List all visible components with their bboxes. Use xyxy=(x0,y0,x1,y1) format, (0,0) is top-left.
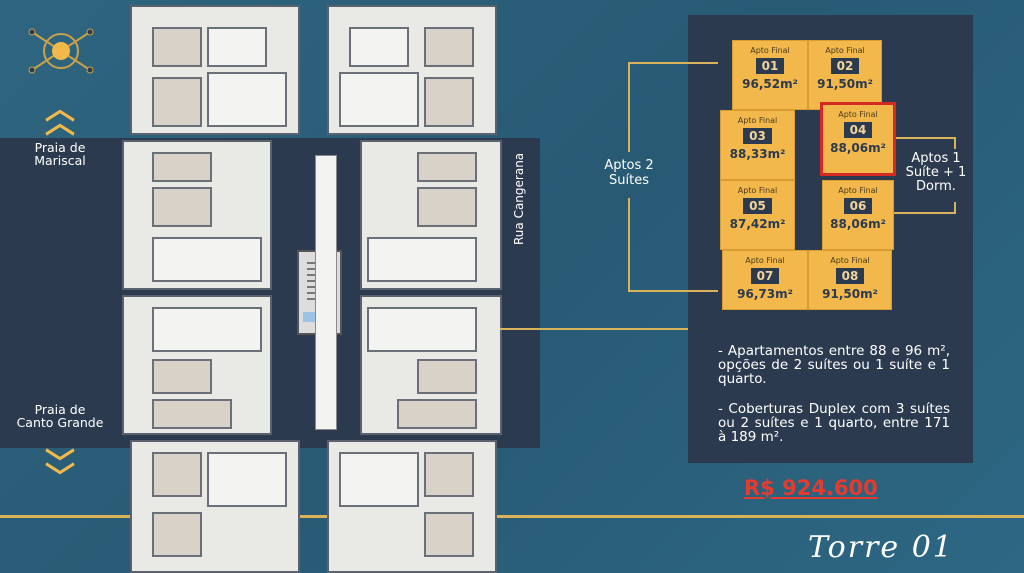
bracket-right-side-bottom xyxy=(954,202,956,214)
bracket-left-bottom xyxy=(628,290,718,292)
unit-number: 06 xyxy=(843,198,873,214)
unit-plan-07 xyxy=(130,440,300,573)
street-label: Rua Cangerana xyxy=(512,152,526,245)
unit-title: Apto Final xyxy=(745,256,785,265)
unit-plan-04 xyxy=(360,140,502,290)
bracket-right-bottom xyxy=(893,212,955,214)
chevron-down-icon: ﹀﹀ xyxy=(45,447,75,496)
bracket-right-side-top xyxy=(954,137,956,149)
one-suite-label: Aptos 1 Suíte + 1 Dorm. xyxy=(905,151,967,194)
unit-number: 03 xyxy=(743,128,772,144)
south-beach-label: Praia de Canto Grande xyxy=(16,402,104,430)
unit-01[interactable]: Apto Final 01 96,52m² xyxy=(732,40,808,110)
tower-label: Torre 01 xyxy=(808,530,954,565)
unit-07[interactable]: Apto Final 07 96,73m² xyxy=(722,250,808,310)
unit-03[interactable]: Apto Final 03 88,33m² xyxy=(720,110,795,180)
unit-area: 88,06m² xyxy=(830,217,886,231)
unit-08[interactable]: Apto Final 08 91,50m² xyxy=(808,250,892,310)
connector-line xyxy=(500,328,720,330)
unit-plan-01 xyxy=(130,5,300,135)
unit-area: 91,50m² xyxy=(822,287,878,301)
ship-wheel-icon xyxy=(22,22,100,80)
price: R$ 924.600 xyxy=(744,476,878,500)
unit-title: Apto Final xyxy=(825,46,865,55)
circulation-core xyxy=(277,140,357,435)
bracket-left-side-bottom xyxy=(628,198,630,292)
chevron-up-icon: ︿︿ xyxy=(45,92,75,141)
unit-06[interactable]: Apto Final 06 88,06m² xyxy=(822,180,894,250)
unit-05[interactable]: Apto Final 05 87,42m² xyxy=(720,180,795,250)
unit-number: 04 xyxy=(843,122,873,138)
unit-plan-05 xyxy=(122,295,272,435)
bracket-left-side-top xyxy=(628,62,630,152)
unit-number: 02 xyxy=(830,58,860,74)
unit-title: Apto Final xyxy=(830,256,870,265)
divider-line xyxy=(0,515,1024,518)
unit-area: 91,50m² xyxy=(817,77,873,91)
unit-title: Apto Final xyxy=(750,46,790,55)
unit-area: 87,42m² xyxy=(729,217,786,231)
unit-plan-02 xyxy=(327,5,497,135)
unit-plan-03 xyxy=(122,140,272,290)
unit-title: Apto Final xyxy=(838,110,878,119)
unit-plan-06 xyxy=(360,295,502,435)
two-suites-label: Aptos 2 Suítes xyxy=(604,158,654,188)
unit-area: 96,52m² xyxy=(742,77,798,91)
unit-04-selected[interactable]: Apto Final 04 88,06m² xyxy=(820,102,896,176)
unit-area: 88,06m² xyxy=(830,141,886,155)
unit-02[interactable]: Apto Final 02 91,50m² xyxy=(808,40,882,110)
hall xyxy=(315,155,337,430)
description-penthouses: - Coberturas Duplex com 3 suítes ou 2 su… xyxy=(718,401,950,445)
unit-number: 01 xyxy=(755,58,785,74)
unit-plan-08 xyxy=(327,440,497,573)
floor-plan xyxy=(122,5,502,573)
bracket-right-top xyxy=(893,137,955,139)
unit-area: 88,33m² xyxy=(729,147,786,161)
unit-title: Apto Final xyxy=(737,186,778,195)
unit-number: 05 xyxy=(743,198,772,214)
description-apartments: - Apartamentos entre 88 e 96 m², opções … xyxy=(718,343,950,387)
unit-area: 96,73m² xyxy=(737,287,793,301)
unit-number: 07 xyxy=(750,268,780,284)
unit-number: 08 xyxy=(835,268,865,284)
bracket-left-top xyxy=(628,62,718,64)
unit-title: Apto Final xyxy=(838,186,878,195)
north-beach-label: Praia de Mariscal xyxy=(34,140,86,168)
unit-title: Apto Final xyxy=(737,116,778,125)
